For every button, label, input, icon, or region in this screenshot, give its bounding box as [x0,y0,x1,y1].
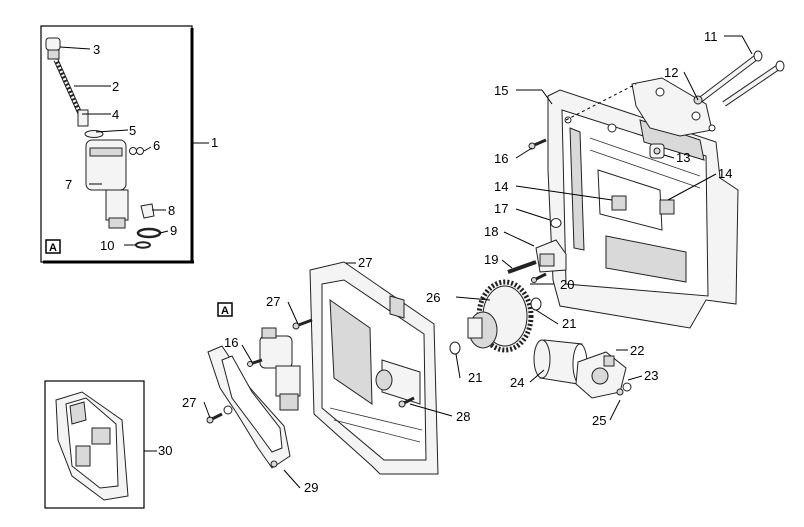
part-21-o-ring-upper [530,297,542,311]
callout-10: 10 [100,238,114,253]
part-16-screw-lower [247,358,263,367]
part-14-switch-right [659,199,675,215]
part-3-cap [45,37,61,60]
part-18-sensor-block [535,239,567,273]
callout-8: 8 [168,203,175,218]
callout-30: 30 [158,443,172,458]
callout-20: 20 [560,277,574,292]
callout-1: 1 [211,135,218,150]
callout-11: 11 [704,29,718,44]
assembly-guide-line [565,83,637,121]
callout-23: 23 [644,368,658,383]
part-28-center-frame [309,261,439,475]
callout-13: 13 [676,150,690,165]
part-23-nut [622,382,632,392]
view-tag-a-box [45,239,61,254]
part-11-rods [698,50,785,107]
part-8-clip [140,203,155,219]
callout-14-left: 14 [494,179,508,194]
part-29-plate [207,345,291,469]
callout-16-lower: 16 [224,335,238,350]
part-20-screw [531,272,547,283]
view-tag-a-label-2: A [221,305,229,317]
callout-28: 27 [358,255,372,270]
callout-27-left: 27 [182,395,196,410]
part-14-switch-left [611,195,627,211]
view-tag-a-box-2 [217,302,233,317]
callout-16-top: 16 [494,151,508,166]
callout-19: 19 [484,252,498,267]
part-16-screw-top [528,138,547,150]
callout-27-upper: 27 [266,294,280,309]
callout-labels: 3 2 4 5 6 1 7 8 9 10 11 12 15 16 13 14 1… [65,29,732,495]
inset-valve-kit: A [40,25,194,264]
part-17-o-ring [550,218,562,228]
part-13-roller [649,143,665,159]
part-7-valve-body [85,139,129,229]
callout-29: 29 [304,480,318,495]
callout-9: 9 [170,223,177,238]
callout-25: 25 [592,413,606,428]
callout-5: 5 [129,123,136,138]
inset-assembled-unit [44,380,145,509]
callout-15: 15 [494,83,508,98]
part-12-bracket [631,77,716,137]
part-25-washer [616,388,624,396]
callout-24: 24 [510,375,524,390]
callout-7: 7 [65,177,72,192]
part-27-screw-lower-right [398,396,415,408]
callout-27-right: 28 [456,409,470,424]
part-21-o-ring-lower [449,341,461,355]
callout-12: 12 [664,65,678,80]
part-27-screw-upper [292,318,313,330]
part-15-rear-frame [547,89,739,329]
part-19-pin [507,260,537,274]
callout-18: 18 [484,224,498,239]
callout-2: 2 [112,79,119,94]
callout-21-lower: 21 [468,370,482,385]
callout-14-right: 14 [718,166,732,181]
callout-3: 3 [93,42,100,57]
callout-4: 4 [112,107,119,122]
part-4-sleeve [77,109,89,127]
callout-22: 22 [630,343,644,358]
leader-lines [59,35,753,489]
view-tag-a-label: A [49,242,57,254]
part-26-gear [467,279,534,353]
part-22-gearbox [575,351,627,399]
part-6-o-rings [129,147,144,155]
valve-assembly-a [259,327,301,411]
callout-6: 6 [153,138,160,153]
callout-17: 17 [494,201,508,216]
callout-26: 26 [426,290,440,305]
callout-21-upper: 21 [562,316,576,331]
part-2-spring [53,58,85,120]
